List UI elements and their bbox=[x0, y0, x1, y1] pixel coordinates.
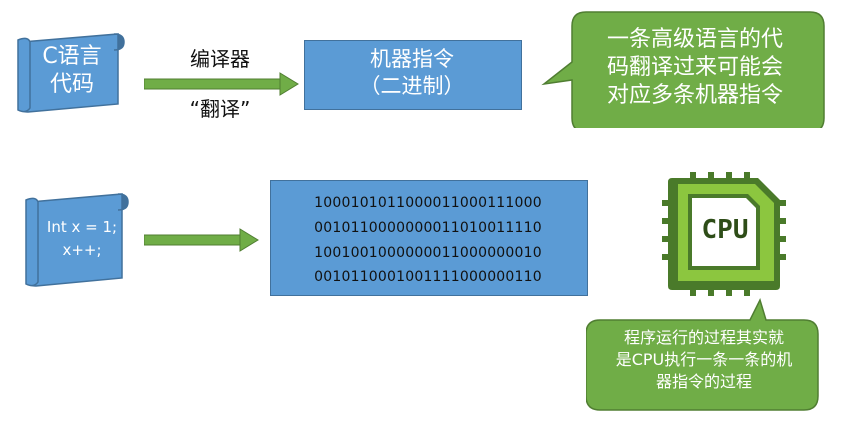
cpu-label: CPU bbox=[701, 215, 749, 245]
machine-instruction-line1: 机器指令 bbox=[370, 47, 454, 71]
binary-line-3: 1001001000000011000000010 bbox=[314, 245, 542, 261]
binary-line-1: 1000101011000011000111000 bbox=[314, 195, 542, 211]
translate-label: “翻译” bbox=[189, 97, 251, 121]
binary-line-2: 0010110000000011010011110 bbox=[314, 220, 542, 236]
cpu-chip-icon bbox=[662, 172, 786, 296]
c-code-scroll-line1: C语言 bbox=[42, 44, 102, 69]
top-arrow bbox=[144, 72, 299, 96]
bottom-callout-line3: 器指令的过程 bbox=[655, 372, 752, 391]
c-code-scroll-line2: 代码 bbox=[49, 72, 94, 97]
top-callout-line2: 码翻译过来可能会 bbox=[606, 55, 783, 80]
bottom-callout-line1: 程序运行的过程其实就 bbox=[623, 328, 784, 347]
machine-instruction-line2: （二进制） bbox=[359, 74, 465, 98]
machine-instruction-box bbox=[304, 40, 522, 110]
top-callout-line3: 对应多条机器指令 bbox=[606, 83, 783, 108]
bottom-callout-shape bbox=[586, 297, 819, 411]
compiler-label: 编译器 bbox=[190, 47, 250, 71]
source-code-line1: Int x = 1; bbox=[46, 218, 118, 236]
bottom-arrow bbox=[144, 228, 259, 252]
source-code-scroll-shape bbox=[25, 193, 129, 287]
binary-line-4: 0010110001001111000000110 bbox=[314, 269, 542, 285]
top-callout-shape bbox=[541, 11, 825, 128]
source-code-line2: x++; bbox=[62, 241, 102, 259]
top-callout-line1: 一条高级语言的代 bbox=[606, 27, 783, 52]
binary-box bbox=[270, 180, 588, 296]
bottom-callout-line2: 是CPU执行一条一条的机 bbox=[615, 350, 793, 369]
c-code-scroll-shape bbox=[17, 33, 125, 113]
